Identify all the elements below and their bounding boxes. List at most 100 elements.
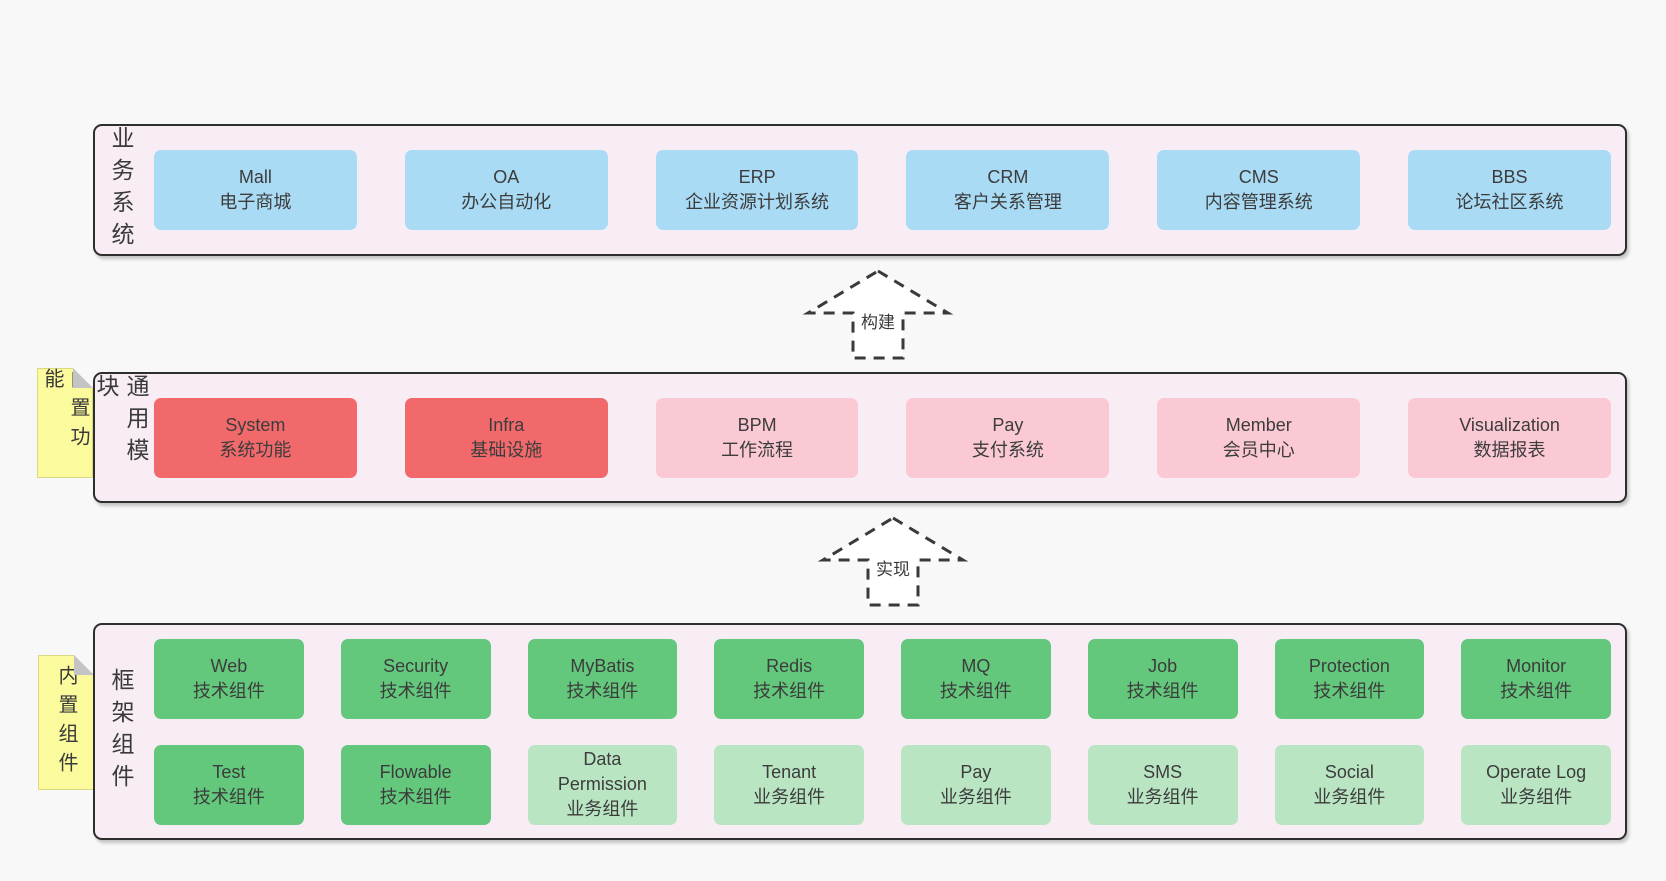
- node-oa: OA 办公自动化: [404, 150, 608, 230]
- node-test: Test 技术组件: [154, 744, 304, 825]
- sticky-label: 内置功能: [41, 368, 89, 455]
- node-social: Social 业务组件: [1274, 744, 1425, 825]
- layer-common-modules: 通用模块 System 系统功能 Infra 基础设施 BPM 工作流程 Pay…: [93, 372, 1627, 503]
- node-visualization: Visualization 数据报表: [1408, 397, 1611, 478]
- layer-modules-label: 通用模块: [93, 374, 149, 470]
- arrow-label: 实现: [876, 560, 910, 579]
- node-title: Infra: [488, 414, 525, 435]
- node-tenant: Tenant 业务组件: [714, 744, 864, 825]
- node-title: Flowable: [379, 761, 452, 782]
- node-bbs: BBS 论坛社区系统: [1408, 150, 1611, 230]
- node-subtitle: 技术组件: [192, 786, 265, 807]
- node-subtitle: 业务组件: [1126, 786, 1199, 807]
- node-mall: Mall 电子商城: [154, 150, 357, 230]
- node-title: OA: [493, 167, 520, 187]
- node-subtitle: 技术组件: [192, 680, 265, 701]
- arrow-implement: 实现: [817, 516, 969, 607]
- node-subtitle: 业务组件: [566, 799, 639, 819]
- node-subtitle: 业务组件: [1500, 786, 1573, 807]
- arrow-build: 构建: [802, 269, 954, 360]
- node-title: Visualization: [1459, 414, 1560, 435]
- framework-box-grid: Web 技术组件 Security 技术组件 MyBatis 技术组件 Redi…: [147, 625, 1625, 838]
- node-title: Operate Log: [1486, 761, 1587, 782]
- node-subtitle: 内容管理系统: [1204, 192, 1313, 212]
- sticky-label: 内置组件: [55, 664, 77, 781]
- node-title: Test: [212, 761, 246, 782]
- node-web: Web 技术组件: [154, 638, 304, 719]
- up-arrow-icon: [802, 269, 954, 360]
- node-subtitle: 基础设施: [470, 439, 543, 460]
- node-subtitle: 系统功能: [219, 439, 292, 460]
- node-mq: MQ 技术组件: [901, 638, 1051, 719]
- node-title: Security: [383, 655, 449, 676]
- node-title: CRM: [987, 167, 1029, 187]
- node-erp: ERP 企业资源计划系统: [655, 150, 859, 230]
- node-subtitle: 技术组件: [566, 680, 639, 701]
- node-subtitle: 技术组件: [1126, 680, 1199, 701]
- layer-label-wrap: 业务系统: [95, 126, 147, 254]
- node-title: MQ: [961, 655, 991, 676]
- node-subtitle: 业务组件: [1313, 786, 1386, 807]
- node-subtitle: 客户关系管理: [953, 192, 1062, 212]
- node-title: System: [225, 414, 286, 435]
- node-monitor: Monitor 技术组件: [1461, 638, 1611, 719]
- node-member: Member 会员中心: [1157, 397, 1361, 478]
- business-box-row: Mall 电子商城 OA 办公自动化 ERP 企业资源计划系统 CRM 客户关系…: [147, 126, 1625, 254]
- node-subtitle: 技术组件: [1313, 680, 1386, 701]
- node-title: MyBatis: [570, 655, 635, 676]
- node-title: Pay: [960, 761, 992, 782]
- node-subtitle: 数据报表: [1473, 439, 1546, 460]
- sticky-note-builtin-components: 内置组件: [38, 655, 94, 790]
- node-pay-component: Pay 业务组件: [901, 744, 1051, 825]
- sticky-note-builtin-features: 内置功能: [37, 368, 93, 478]
- node-title: Data Permission: [557, 749, 647, 794]
- node-title: Social: [1324, 761, 1374, 782]
- node-title: Member: [1225, 414, 1292, 435]
- node-job: Job 技术组件: [1087, 638, 1238, 719]
- node-protection: Protection 技术组件: [1274, 638, 1425, 719]
- layer-business-systems: 业务系统 Mall 电子商城 OA 办公自动化 ERP 企业资源计划系统 CRM…: [93, 124, 1627, 256]
- node-title: ERP: [738, 167, 776, 187]
- node-title: Protection: [1308, 655, 1390, 676]
- modules-box-row: System 系统功能 Infra 基础设施 BPM 工作流程 Pay 支付系统…: [147, 374, 1625, 501]
- layer-framework-label: 框架组件: [108, 667, 134, 796]
- layer-label-wrap: 框架组件: [95, 625, 147, 838]
- layer-framework-components: 框架组件 Web 技术组件 Security 技术组件 MyBatis 技术组件…: [93, 623, 1627, 840]
- node-title: Redis: [766, 655, 813, 676]
- node-subtitle: 电子商城: [219, 192, 292, 212]
- up-arrow-icon: [817, 516, 969, 607]
- node-subtitle: 技术组件: [379, 786, 452, 807]
- node-subtitle: 技术组件: [379, 680, 452, 701]
- node-subtitle: 论坛社区系统: [1455, 192, 1564, 212]
- node-title: SMS: [1143, 761, 1183, 782]
- node-subtitle: 企业资源计划系统: [685, 192, 830, 212]
- node-sms: SMS 业务组件: [1087, 744, 1238, 825]
- node-subtitle: 技术组件: [1500, 680, 1573, 701]
- node-subtitle: 办公自动化: [461, 192, 552, 212]
- node-title: BBS: [1491, 167, 1528, 187]
- node-operate-log: Operate Log 业务组件: [1461, 744, 1611, 825]
- node-subtitle: 技术组件: [939, 680, 1012, 701]
- node-title: Mall: [238, 167, 272, 187]
- node-data-permission: Data Permission 业务组件: [527, 744, 678, 825]
- node-subtitle: 技术组件: [753, 680, 826, 701]
- node-pay: Pay 支付系统: [906, 397, 1110, 478]
- node-subtitle: 会员中心: [1222, 439, 1295, 460]
- node-title: Web: [210, 655, 248, 676]
- node-title: BPM: [737, 414, 777, 435]
- node-subtitle: 支付系统: [971, 439, 1044, 460]
- node-subtitle: 业务组件: [753, 786, 826, 807]
- node-infra: Infra 基础设施: [404, 397, 608, 478]
- layer-label-wrap: 通用模块: [93, 374, 149, 501]
- node-redis: Redis 技术组件: [714, 638, 864, 719]
- node-title: Job: [1148, 655, 1178, 676]
- layer-business-label: 业务系统: [108, 126, 134, 254]
- node-flowable: Flowable 技术组件: [340, 744, 491, 825]
- arrow-label: 构建: [861, 313, 895, 332]
- node-crm: CRM 客户关系管理: [906, 150, 1110, 230]
- node-subtitle: 工作流程: [721, 439, 794, 460]
- node-mybatis: MyBatis 技术组件: [527, 638, 678, 719]
- node-title: Monitor: [1506, 655, 1567, 676]
- node-security: Security 技术组件: [340, 638, 491, 719]
